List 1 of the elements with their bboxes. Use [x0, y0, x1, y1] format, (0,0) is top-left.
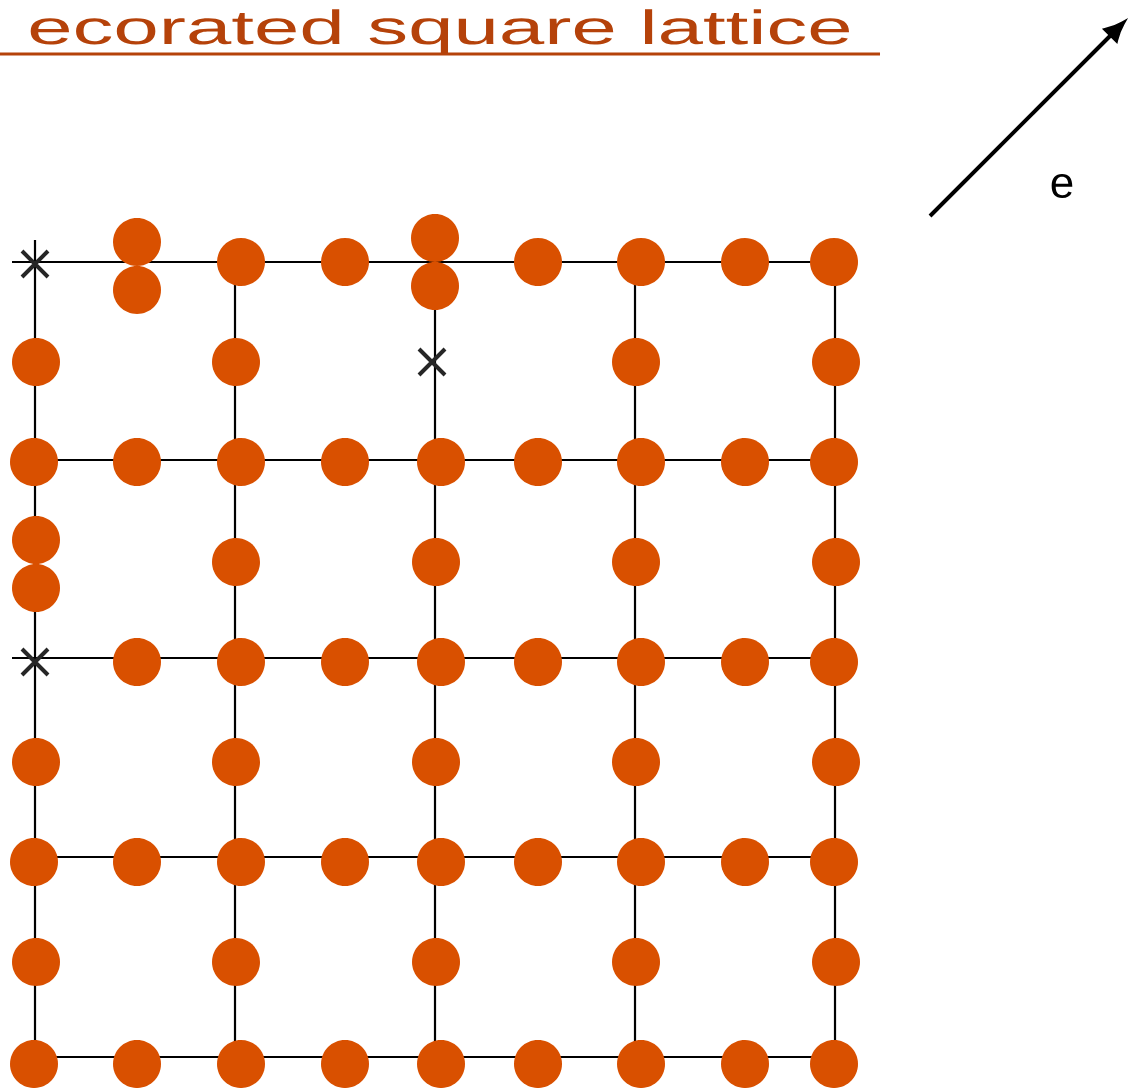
title: ecorated square lattice	[30, 9, 849, 54]
